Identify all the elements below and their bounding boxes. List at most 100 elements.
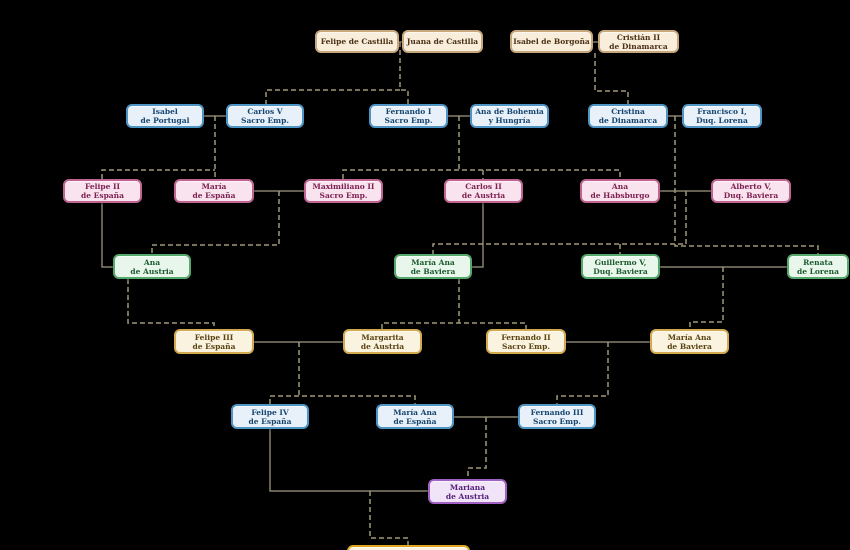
person-name-line: de Dinamarca [598,116,658,125]
person-name-line: Isabel de Borgoña [513,37,590,46]
person-name-line: de España [192,341,236,351]
person-name-line: Felipe de Castilla [320,37,394,46]
person-name-line: de Austria [461,191,506,200]
person-name-line: Fernando I [385,107,432,116]
descent-line [467,417,487,479]
person-name-line: de España [393,416,437,426]
marriage-line [269,429,428,492]
person-name-line: Duq. Baviera [593,266,648,276]
descent-line [151,191,280,254]
person-name-line: Ana de Bohemia [475,107,544,116]
person-name-line: Sacro Emp. [533,416,581,426]
person-name-line: de Austria [360,341,405,351]
person-name-line: de Lorena [797,266,839,276]
person-name-line: de España [192,191,236,200]
person-name-line: Isabel [152,107,178,116]
person-name-line: Cristián II [616,32,661,42]
descent-line [400,89,409,104]
person-name-line: María Ana [411,257,455,267]
person-name-line: Mariana [449,482,486,492]
person-name-line: Felipe III [194,332,234,342]
descent-line [265,42,401,104]
person-name-line: Sacro Emp. [384,116,433,125]
marriage-line [101,203,113,268]
person-name-line: María [201,182,227,191]
descent-line [689,267,724,329]
person-name-line: de Baviera [667,341,712,351]
person-node-felipe-de-castilla[interactable]: Felipe de Castilla [315,30,399,53]
person-name-line: de Austria [445,491,490,501]
descent-line [556,342,609,404]
person-name-line: Felipe IV [251,407,289,417]
person-node-juana-de-castilla[interactable]: Juana de Castilla [402,30,483,53]
descent-line [342,169,621,179]
marriage-line [472,203,484,268]
person-name-line: Margarita [361,332,404,342]
person-name-line: Renata [803,257,833,267]
person-name-line: Sacro Emp. [319,191,368,200]
person-name-line: Duq. Baviera [723,191,779,200]
person-name-line: Francisco I, [697,107,747,116]
person-node-francisco-i[interactable]: Francisco I,Duq. Lorena [682,104,762,128]
descent-line [369,491,409,545]
person-name-line: de España [81,191,124,200]
person-name-line: de España [248,416,292,426]
person-name-line: de Habsburgo [590,191,650,200]
person-name-line: de Baviera [410,266,456,276]
descent-line [269,395,416,404]
person-name-line: Fernando III [530,407,584,417]
person-name-line: María Ana [667,332,712,342]
person-name-line: Felipe II [84,182,121,191]
person-name-line: Ana [143,257,161,267]
person-name-line: Cristina [611,107,645,116]
person-name-line: Juana de Castilla [406,37,479,46]
person-name-line: Sacro Emp. [502,341,550,351]
person-name-line: Ana [611,182,629,191]
person-name-line: Carlos II [465,182,502,191]
person-node-alberto-v[interactable]: Alberto V,Duq. Baviera [711,179,791,203]
person-name-line: Sacro Emp. [241,116,289,125]
person-name-line: de Portugal [140,116,190,125]
person-name-line: Guillermo V, [594,257,647,267]
person-name-line: Carlos V [247,107,283,116]
person-name-line: Maximiliano II [312,182,375,191]
descent-line [674,116,819,254]
descent-line [127,279,215,329]
person-name-line: de Dinamarca [609,41,668,51]
person-node-isabel-de-borgona[interactable]: Isabel de Borgoña [510,30,593,53]
descent-line [381,322,527,329]
person-node-partial-node-bottom[interactable] [347,545,470,550]
person-name-line: de Austria [130,266,174,276]
person-name-line: Fernando II [501,332,551,342]
descent-line [101,169,215,179]
person-node-guillermo-v[interactable]: Guillermo V,Duq. Baviera [581,254,660,279]
person-name-line: Duq. Lorena [696,116,748,125]
person-name-line: María Ana [393,407,437,417]
descent-line [594,53,629,104]
descent-line [432,191,687,254]
